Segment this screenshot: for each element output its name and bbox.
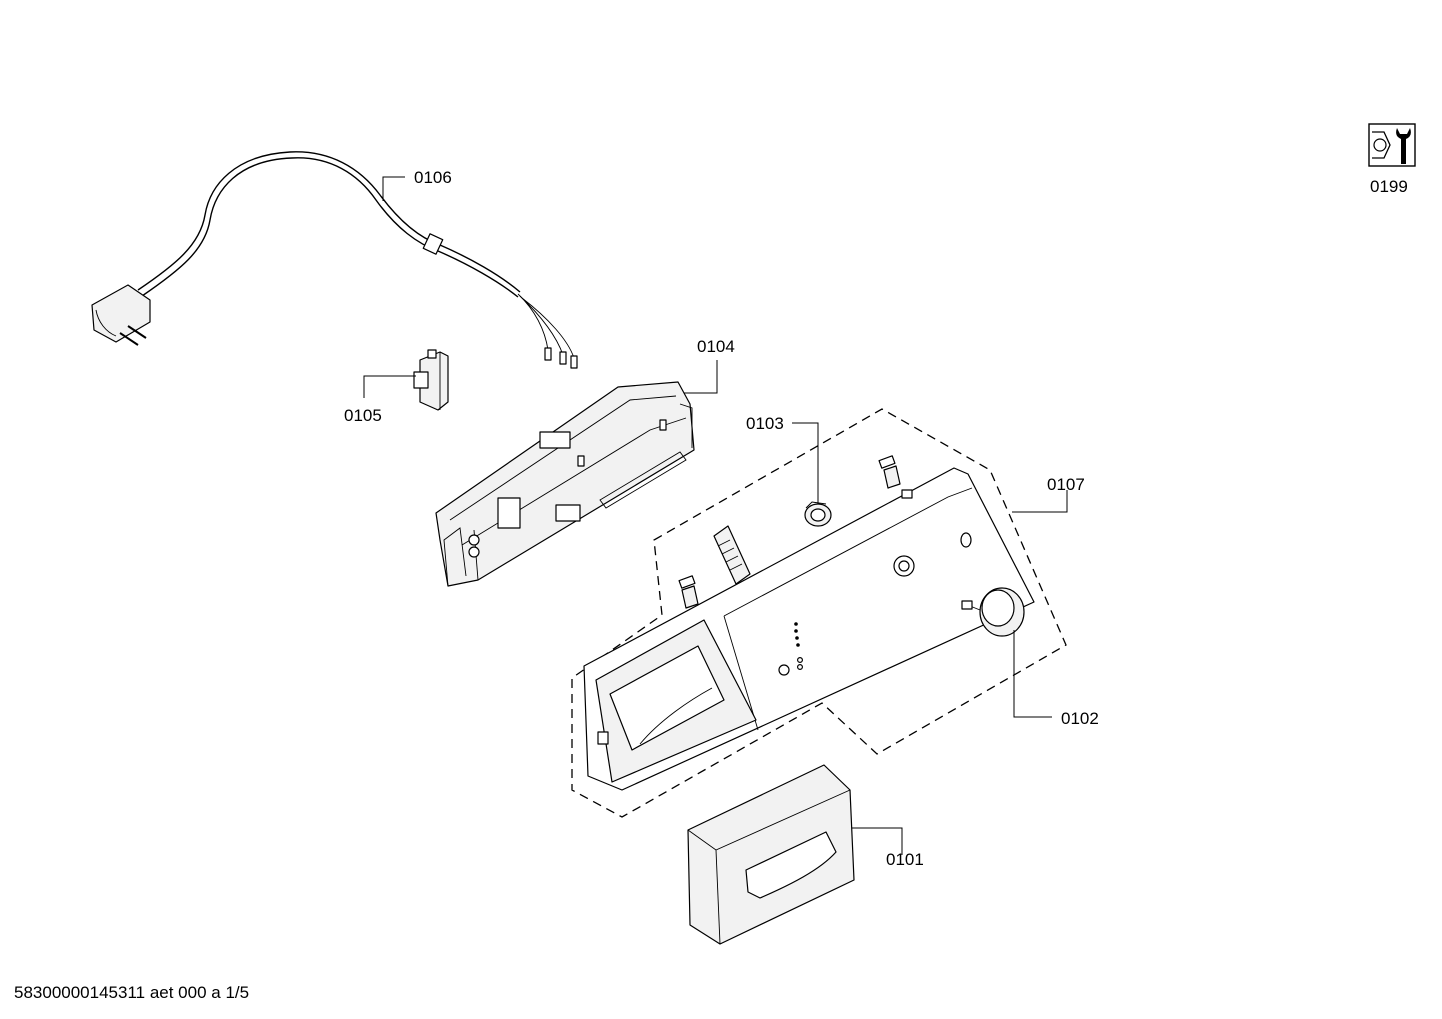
- part-label-0104: 0104: [697, 337, 735, 356]
- part-label-0102: 0102: [1061, 709, 1099, 728]
- leader-0105: [363, 375, 416, 398]
- leader-0101: [852, 827, 903, 855]
- leader-0104: [684, 360, 718, 394]
- wrench-nut-icon[interactable]: [1368, 123, 1416, 167]
- drawing-id: 58300000145311 aet 000 a 1/5: [14, 983, 249, 1002]
- power-cable[interactable]: [91, 151, 578, 369]
- part-label-0106: 0106: [414, 168, 452, 187]
- light-pipe-left[interactable]: [678, 575, 699, 609]
- leader-0103: [792, 422, 819, 504]
- part-label-0101: 0101: [886, 850, 924, 869]
- leader-0107: [1012, 490, 1068, 513]
- electronic-module[interactable]: [435, 381, 695, 587]
- control-panel-fascia[interactable]: [583, 467, 1035, 791]
- button-slide-part[interactable]: [713, 525, 751, 585]
- program-knob[interactable]: [961, 587, 1025, 637]
- part-label-0105: 0105: [344, 406, 382, 425]
- dispenser-drawer-handle[interactable]: [687, 764, 855, 945]
- leader-0102: [1013, 630, 1052, 718]
- part-label-0199: 0199: [1370, 177, 1408, 196]
- knob-bushing[interactable]: [804, 501, 832, 527]
- small-clip-part[interactable]: [413, 349, 449, 411]
- light-pipe-right[interactable]: [878, 455, 901, 489]
- leader-0106: [382, 176, 405, 201]
- part-label-0103: 0103: [746, 414, 784, 433]
- part-label-0107: 0107: [1047, 475, 1085, 494]
